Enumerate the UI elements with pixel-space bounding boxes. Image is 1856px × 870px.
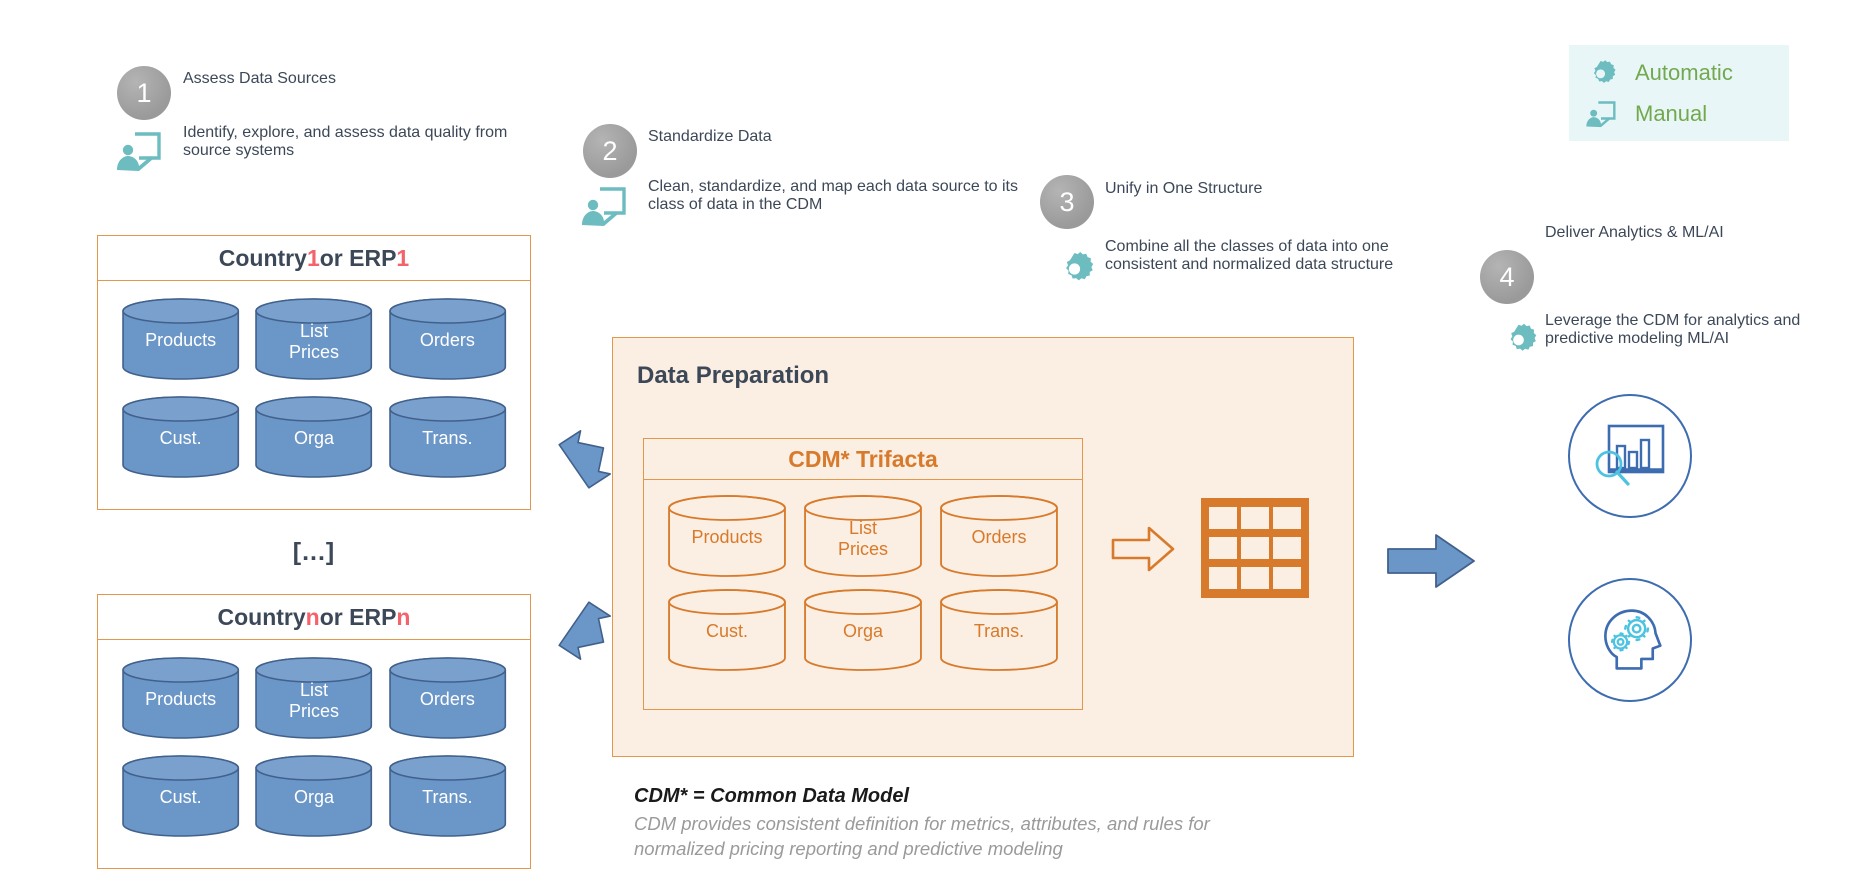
gear-icon [1585, 57, 1617, 89]
arrow-right-outline-icon [1109, 523, 1179, 575]
step-2-description: Clean, standardize, and map each data so… [648, 178, 1018, 213]
source-1-title-mid: or ERP [319, 244, 397, 271]
cylinder-list-prices: List Prices [253, 297, 374, 381]
cdm-cylinders: Products List Prices Orders Cust. Orga T… [644, 480, 1082, 688]
source-box-2-title: Country n or ERP n [98, 595, 530, 640]
step-2-title: Standardize Data [648, 128, 772, 145]
cdm-cylinder-orders: Orders [938, 494, 1060, 578]
step-3-gear-icon [1055, 248, 1095, 288]
cylinder-cust: Cust. [120, 395, 241, 479]
cylinder-cust: Cust. [120, 754, 241, 838]
step-4-number: 4 [1480, 250, 1534, 304]
legend-label-automatic: Automatic [1635, 60, 1733, 85]
footnote-body: CDM provides consistent definition for m… [634, 813, 1210, 859]
cylinder-products: Products [120, 297, 241, 381]
step-3-description: Combine all the classes of data into one… [1105, 238, 1394, 273]
source-1-title-index2: 1 [396, 244, 410, 271]
step-3-number-badge: 3 [1040, 175, 1094, 229]
head-gears-ai-icon [1594, 604, 1666, 676]
source-2-title-prefix: Country [217, 603, 306, 630]
source-1-title-prefix: Country [218, 244, 307, 271]
cylinder-orders: Orders [387, 656, 508, 740]
cdm-cylinder-products: Products [666, 494, 788, 578]
source-2-title-index2: n [396, 603, 411, 630]
legend-label-manual: Manual [1635, 101, 1708, 126]
source-box-country-1: Country 1 or ERP 1 Products List Prices … [97, 235, 531, 510]
legend: Automatic Manual [1569, 45, 1789, 141]
source-box-country-n: Country n or ERP n Products List Prices … [97, 594, 531, 869]
data-preparation-title: Data Preparation [637, 362, 830, 389]
cylinder-orga: Orga [253, 754, 374, 838]
cdm-cylinder-cust: Cust. [666, 588, 788, 672]
step-2-number: 2 [583, 124, 637, 178]
outcome-analytics-circle [1568, 394, 1692, 518]
step-1-number-badge: 1 [117, 66, 171, 120]
arrow-up-right-icon [548, 590, 620, 662]
step-1-description: Identify, explore, and assess data quali… [183, 124, 508, 159]
source-box-2-cylinders: Products List Prices Orders Cust. Orga T… [98, 640, 530, 856]
source-box-1-title: Country 1 or ERP 1 [98, 236, 530, 281]
source-1-title-index: 1 [306, 244, 320, 271]
data-preparation-panel: Data Preparation CDM* Trifacta Products … [612, 337, 1354, 757]
source-2-title-index: n [305, 603, 320, 630]
step-1-manual-icon [115, 130, 161, 174]
cylinder-orga: Orga [253, 395, 374, 479]
cylinder-products: Products [120, 656, 241, 740]
cdm-trifacta-box: CDM* Trifacta Products List Prices Order… [643, 438, 1083, 710]
step-1-number: 1 [117, 66, 171, 120]
step-1-title: Assess Data Sources [183, 70, 336, 87]
grid-table-icon [1201, 498, 1309, 598]
cdm-cylinder-trans: Trans. [938, 588, 1060, 672]
sources-ellipsis: [...] [292, 538, 336, 566]
step-3-title: Unify in One Structure [1105, 180, 1263, 197]
outcome-mlai-circle [1568, 578, 1692, 702]
cylinder-list-prices: List Prices [253, 656, 374, 740]
step-4-title: Deliver Analytics & ML/AI [1545, 224, 1724, 241]
step-4-number-badge: 4 [1480, 250, 1534, 304]
presenter-screen-icon [1585, 99, 1617, 129]
cylinder-trans: Trans. [387, 754, 508, 838]
step-4-gear-icon [1500, 320, 1538, 358]
cdm-trifacta-title: CDM* Trifacta [644, 439, 1082, 480]
source-box-1-cylinders: Products List Prices Orders Cust. Orga T… [98, 281, 530, 497]
cylinder-trans: Trans. [387, 395, 508, 479]
arrow-down-right-icon [548, 428, 620, 500]
step-2-number-badge: 2 [583, 124, 637, 178]
analytics-chart-magnifier-icon [1591, 420, 1669, 492]
cylinder-orders: Orders [387, 297, 508, 381]
footnote-title: CDM* = Common Data Model [634, 785, 910, 807]
step-2-manual-icon [580, 185, 626, 229]
source-2-title-mid: or ERP [319, 603, 397, 630]
legend-item-automatic: Automatic [1585, 57, 1767, 89]
step-3-number: 3 [1040, 175, 1094, 229]
cdm-cylinder-list-prices: List Prices [802, 494, 924, 578]
arrow-right-blue-icon [1384, 530, 1480, 592]
step-4-description: Leverage the CDM for analytics and predi… [1545, 312, 1801, 347]
cdm-cylinder-orga: Orga [802, 588, 924, 672]
legend-item-manual: Manual [1585, 99, 1767, 129]
